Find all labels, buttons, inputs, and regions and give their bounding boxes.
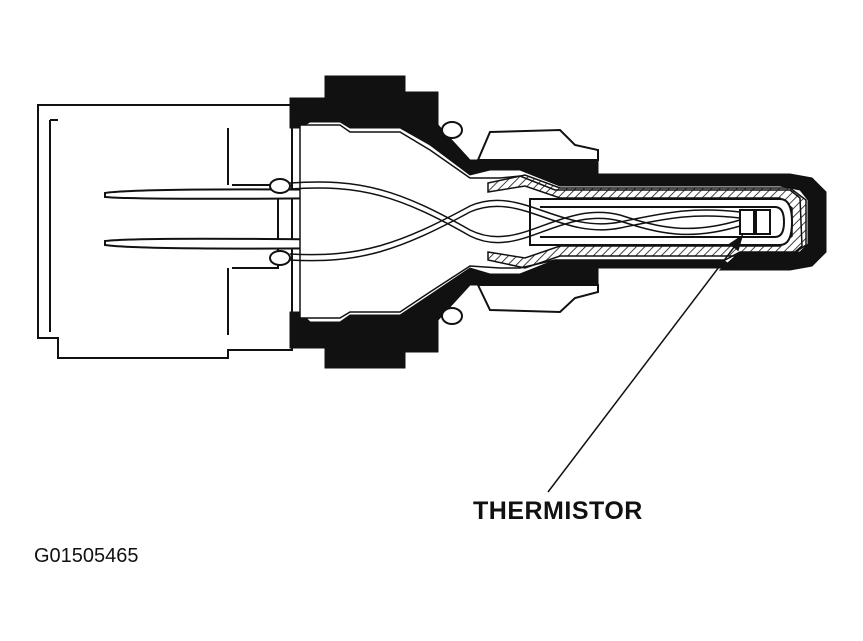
connector-housing [37,104,293,359]
thermistor-callout-label: THERMISTOR [473,497,643,525]
thermistor-leader-line [547,234,744,493]
lead-wires [289,181,741,262]
thermistor-bead [739,209,771,235]
collar-outline [441,121,599,325]
hex-shell-lower [289,257,737,369]
figure-id-label: G01505465 [34,545,139,567]
